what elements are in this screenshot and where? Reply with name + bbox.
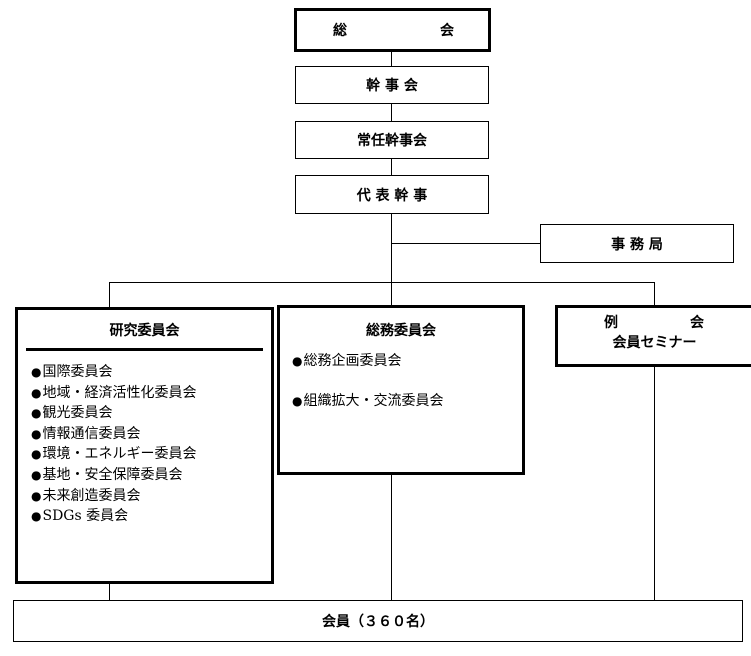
committee-list-item: 地域・経済活性化委員会 [31, 383, 271, 404]
connector-meeting-top [654, 282, 655, 307]
connector-meeting-bottom [654, 366, 655, 600]
general-affairs-committee-list: 総務企画委員会組織拡大・交流委員会 [292, 351, 522, 411]
standing-board-label: 常任幹事会 [357, 133, 427, 149]
committee-list-item: 国際委員会 [31, 362, 271, 383]
general-assembly-label-right: 会 [440, 23, 454, 39]
representative-box: 代 表 幹 事 [295, 175, 489, 214]
secretariat-label: 事 務 局 [611, 236, 663, 253]
research-committee-divider [26, 348, 263, 351]
representative-label: 代 表 幹 事 [356, 187, 428, 204]
board-label: 幹 事 会 [366, 78, 418, 94]
connector-research-bottom [109, 582, 110, 600]
committee-list-item: 未来創造委員会 [31, 486, 271, 507]
board-box: 幹 事 会 [295, 66, 489, 104]
member-seminar-label: 会員セミナー [612, 335, 697, 351]
connector-secretariat [391, 243, 540, 244]
committee-list-item: 総務企画委員会 [292, 351, 522, 372]
secretariat-box: 事 務 局 [540, 224, 734, 263]
members-box: 会員（３６０名） [13, 600, 743, 642]
regular-meeting-line1: 例 会 [558, 313, 751, 333]
research-committee-list: 国際委員会地域・経済活性化委員会観光委員会情報通信委員会環境・エネルギー委員会基… [31, 362, 271, 527]
research-committee-panel: 研究委員会 国際委員会地域・経済活性化委員会観光委員会情報通信委員会環境・エネル… [15, 307, 274, 584]
committee-list-item: SDGs 委員会 [31, 506, 271, 527]
connector-affairs-bottom [391, 474, 392, 600]
regular-meeting-panel: 例 会 会員セミナー [555, 305, 751, 367]
members-label: 会員（３６０名） [322, 614, 434, 630]
connector-main-vertical [391, 50, 392, 283]
connector-affairs-top [391, 282, 392, 307]
committee-list-item: 環境・エネルギー委員会 [31, 444, 271, 465]
general-assembly-box: 総 会 [294, 8, 491, 52]
committee-list-item: 組織拡大・交流委員会 [292, 391, 522, 412]
regular-meeting-label-left: 例 [604, 315, 618, 331]
committee-list-item: 情報通信委員会 [31, 424, 271, 445]
regular-meeting-label-right: 会 [690, 315, 704, 331]
general-affairs-committee-title: 総務委員会 [366, 323, 436, 339]
research-committee-title: 研究委員会 [109, 323, 180, 339]
standing-board-box: 常任幹事会 [295, 121, 489, 159]
general-assembly-label-left: 総 [333, 23, 347, 39]
committee-list-item: 観光委員会 [31, 403, 271, 424]
committee-list-item: 基地・安全保障委員会 [31, 465, 271, 486]
connector-branch-horizontal [109, 282, 655, 283]
connector-research-top [109, 282, 110, 308]
general-affairs-committee-panel: 総務委員会 総務企画委員会組織拡大・交流委員会 [277, 305, 525, 475]
